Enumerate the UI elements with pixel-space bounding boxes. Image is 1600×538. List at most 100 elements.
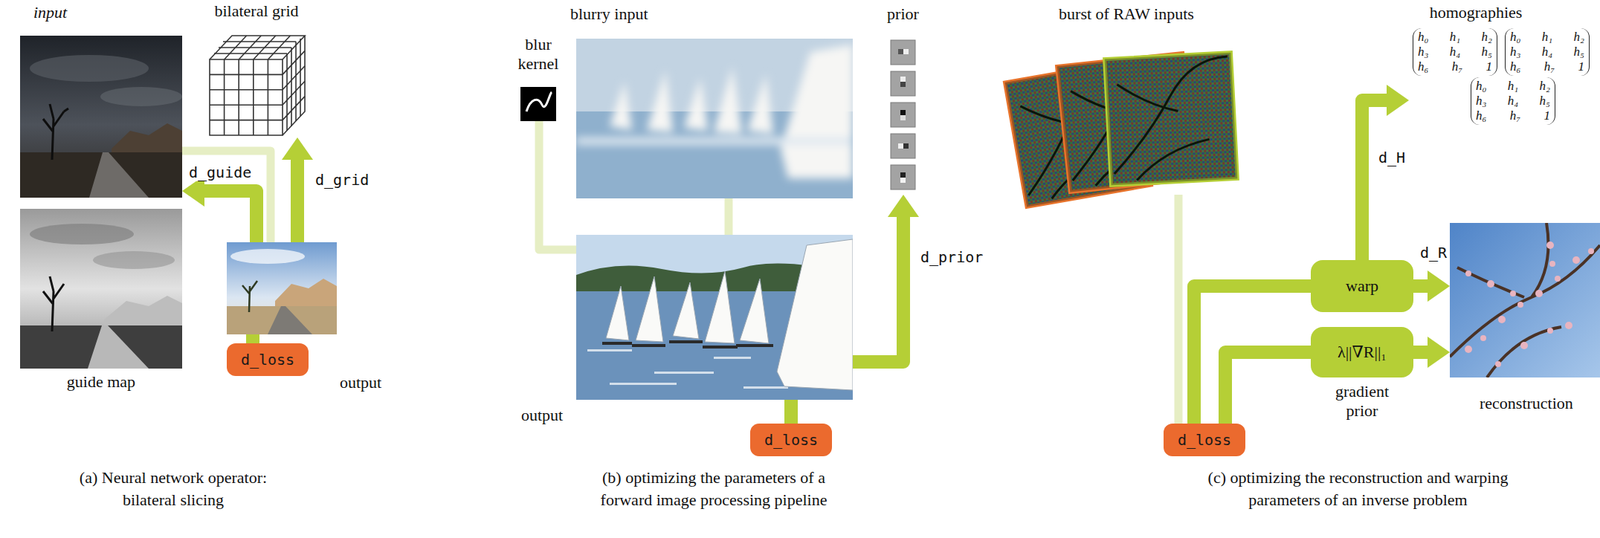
loss-box: d_loss	[750, 423, 832, 457]
connector	[1413, 270, 1450, 302]
connector-line	[1413, 345, 1428, 360]
matrix: h₀ h₁ h₂ h₃ h₄ h₅ h₆ h₇ 1	[1412, 28, 1498, 76]
connector-line	[290, 159, 305, 243]
node-heading: reconstruction	[1479, 394, 1574, 414]
output-photo	[576, 234, 853, 400]
guide-map-photo-part	[92, 251, 175, 270]
blurry-photo-part-part	[713, 66, 743, 134]
reconstruction-photo-part-part	[1588, 248, 1595, 255]
connector	[852, 194, 919, 363]
grid-sketch	[209, 35, 305, 136]
prior-filters-image-part	[900, 177, 906, 183]
grid-sketch-part	[209, 74, 283, 120]
prior-filters-image-part	[898, 143, 904, 149]
prior-filters-image-part	[890, 102, 916, 128]
reconstruction-photo	[1449, 223, 1600, 378]
reconstruction-photo-part-part	[1535, 289, 1543, 298]
reconstruction-photo-part-part	[1572, 256, 1580, 264]
node-heading: input	[33, 2, 67, 23]
guide-map-photo-part	[20, 325, 183, 369]
reconstruction-image: reconstruction	[1449, 223, 1600, 378]
prior-filters-image-part	[890, 71, 916, 96]
node-heading: blurry input	[570, 4, 649, 24]
guide-map-photo-part	[43, 276, 64, 332]
output-photo-part-part	[713, 356, 751, 360]
reconstruction-photo-part-part	[1565, 321, 1573, 330]
input-image: input	[20, 35, 183, 198]
grid-sketch-part	[209, 59, 283, 136]
output-photo-part-part	[587, 349, 632, 352]
raw-burst-frames-part	[1104, 52, 1238, 186]
arrowhead	[1427, 270, 1450, 302]
reconstruction-photo-part	[1449, 223, 1600, 378]
connector-line	[852, 217, 904, 363]
arrowhead	[1427, 336, 1450, 369]
output-photo-part	[226, 242, 337, 335]
connector-line	[724, 198, 734, 235]
connector	[1225, 352, 1311, 424]
reconstruction-photo-part-part	[1520, 342, 1528, 350]
reconstruction-photo-part-part	[1495, 361, 1502, 368]
edge-label: d_guide	[187, 163, 253, 182]
blur-kernel-image-part	[526, 92, 552, 112]
connector	[539, 121, 577, 250]
raw-burst-frames-part-part	[1104, 52, 1238, 186]
reconstruction-photo-part	[1449, 223, 1600, 378]
node-label: warp	[1345, 276, 1379, 296]
reconstruction-photo-part-part	[1549, 260, 1556, 267]
node-label: d_loss	[1177, 430, 1232, 450]
output-photo-part-part	[739, 278, 769, 344]
arrowhead	[1386, 84, 1409, 116]
output-photo-part-part	[776, 239, 853, 391]
grid-sketch-part	[224, 59, 269, 136]
blurry-photo-part-part	[747, 74, 774, 134]
edge-label: d_prior	[918, 248, 985, 267]
output-image: output	[226, 242, 337, 335]
prior-filters-image-part	[900, 110, 906, 116]
node-label: d_loss	[240, 350, 295, 370]
connector-line	[784, 400, 798, 424]
output-photo-part	[267, 306, 313, 335]
caption: (c) optimizing the reconstruction and wa…	[1200, 466, 1516, 512]
blur-kernel: blur kernel	[520, 86, 557, 122]
connector	[182, 175, 257, 243]
connector-line	[1174, 194, 1183, 424]
blurry-image: blurry input	[576, 38, 853, 199]
guide-map-photo-part	[104, 295, 183, 331]
connector-line	[1225, 352, 1311, 424]
connector-line	[204, 191, 257, 243]
node-label: λ||∇R||₁	[1337, 342, 1387, 363]
reconstruction-photo-part-part	[1498, 315, 1506, 324]
blurry-photo-part-part	[609, 81, 632, 131]
bilateral-grid: bilateral grid	[204, 29, 309, 138]
reconstruction-photo-part-part	[1547, 327, 1554, 334]
prior-filters-image-part	[903, 143, 909, 149]
output-photo-part	[587, 349, 789, 389]
output-photo-part	[230, 249, 305, 264]
input-photo-part	[20, 152, 183, 198]
connector	[281, 137, 314, 243]
guide-map-photo-part	[87, 325, 149, 369]
output-photo-part	[226, 306, 337, 335]
edge-label: d_grid	[313, 171, 371, 189]
connector-line	[1362, 100, 1387, 261]
input-photo-part	[20, 35, 183, 198]
output-photo-part-part	[654, 371, 714, 374]
output-photo-part-part	[704, 271, 735, 344]
prior-box: λ||∇R||₁gradient prior	[1310, 327, 1414, 378]
node-heading: homographies	[1408, 2, 1543, 23]
node-label: d_loss	[764, 430, 818, 450]
connector-line	[182, 150, 271, 243]
blur-kernel-image-part	[520, 86, 557, 122]
output-photo-part-part	[635, 276, 664, 343]
raw-burst-frames-part-part	[1104, 52, 1238, 186]
output-photo-part	[605, 239, 853, 391]
matrix: h₀ h₁ h₂ h₃ h₄ h₅ h₆ h₇ 1	[1504, 28, 1590, 76]
prior-filters-image-part	[900, 172, 906, 178]
node-heading: blur kernel	[508, 34, 569, 74]
prior-filters: prior	[889, 38, 916, 195]
guide-map-photo-part	[29, 223, 134, 245]
reconstruction-photo-part-part	[1465, 270, 1472, 277]
node-heading: output	[339, 373, 382, 393]
